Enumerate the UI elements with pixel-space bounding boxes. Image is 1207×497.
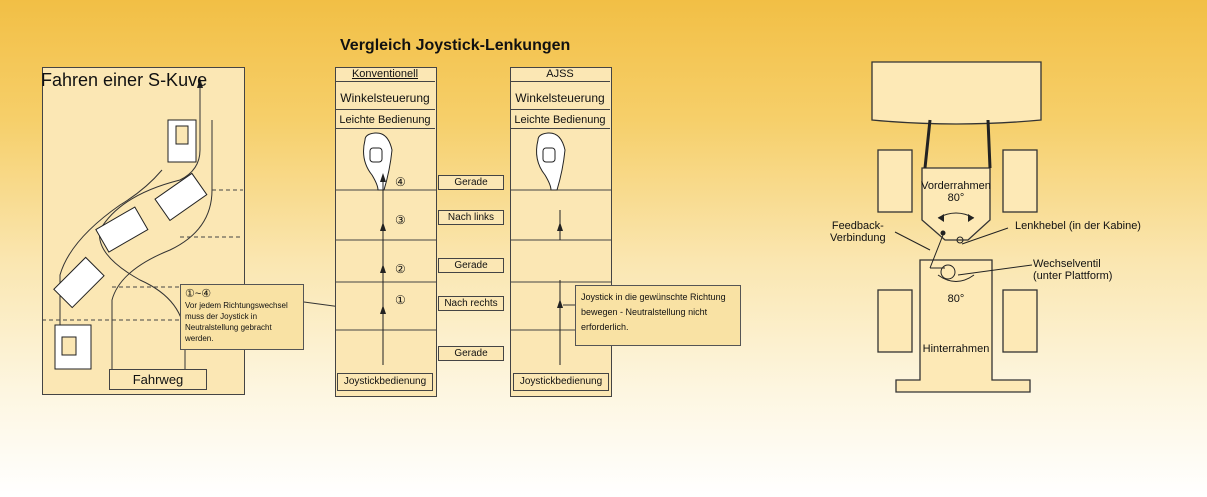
ajss-footer: Joystickbedienung	[513, 373, 609, 391]
front-frame-label: Vorderrahmen	[921, 180, 991, 192]
ajss-row1: Winkelsteuerung	[510, 87, 610, 110]
note-text: Vor jedem Richtungswechsel muss der Joys…	[185, 301, 288, 343]
ajss-row2: Leichte Bedienung	[510, 112, 610, 129]
step-marker-4: ④	[395, 175, 406, 189]
path-label: Fahrweg	[109, 369, 207, 390]
conventional-header: Konventionell	[335, 67, 435, 82]
ajss-note: Joystick in die gewünschte Richtung bewe…	[575, 285, 741, 346]
direction-label: Nach links	[438, 210, 504, 225]
conventional-row2: Leichte Bedienung	[335, 112, 435, 129]
ajss-header: AJSS	[510, 67, 610, 82]
s-curve-note: ①~④ Vor jedem Richtungswechsel muss der …	[180, 284, 304, 350]
conventional-column	[335, 67, 437, 397]
s-curve-title: Fahren einer S-Kuve	[41, 70, 208, 90]
page-title: Vergleich Joystick-Lenkungen	[340, 37, 571, 54]
step-marker-2: ②	[395, 262, 406, 276]
direction-label: Gerade	[438, 346, 504, 361]
valve-label: Wechselventil (unter Plattform)	[1033, 258, 1113, 282]
feedback-label: Feedback- Verbindung	[830, 220, 886, 244]
note-markers: ①~④	[185, 288, 212, 300]
conventional-footer: Joystickbedienung	[337, 373, 433, 391]
direction-label: Gerade	[438, 258, 504, 273]
front-angle-label: 80°	[947, 192, 965, 204]
step-marker-3: ③	[395, 213, 406, 227]
direction-label: Nach rechts	[438, 296, 504, 311]
lever-label: Lenkhebel (in der Kabine)	[1015, 220, 1141, 232]
direction-label: Gerade	[438, 175, 504, 190]
rear-frame-label: Hinterrahmen	[922, 343, 990, 355]
conventional-row1: Winkelsteuerung	[335, 87, 435, 110]
rear-angle-label: 80°	[947, 293, 965, 305]
step-marker-1: ①	[395, 293, 406, 307]
